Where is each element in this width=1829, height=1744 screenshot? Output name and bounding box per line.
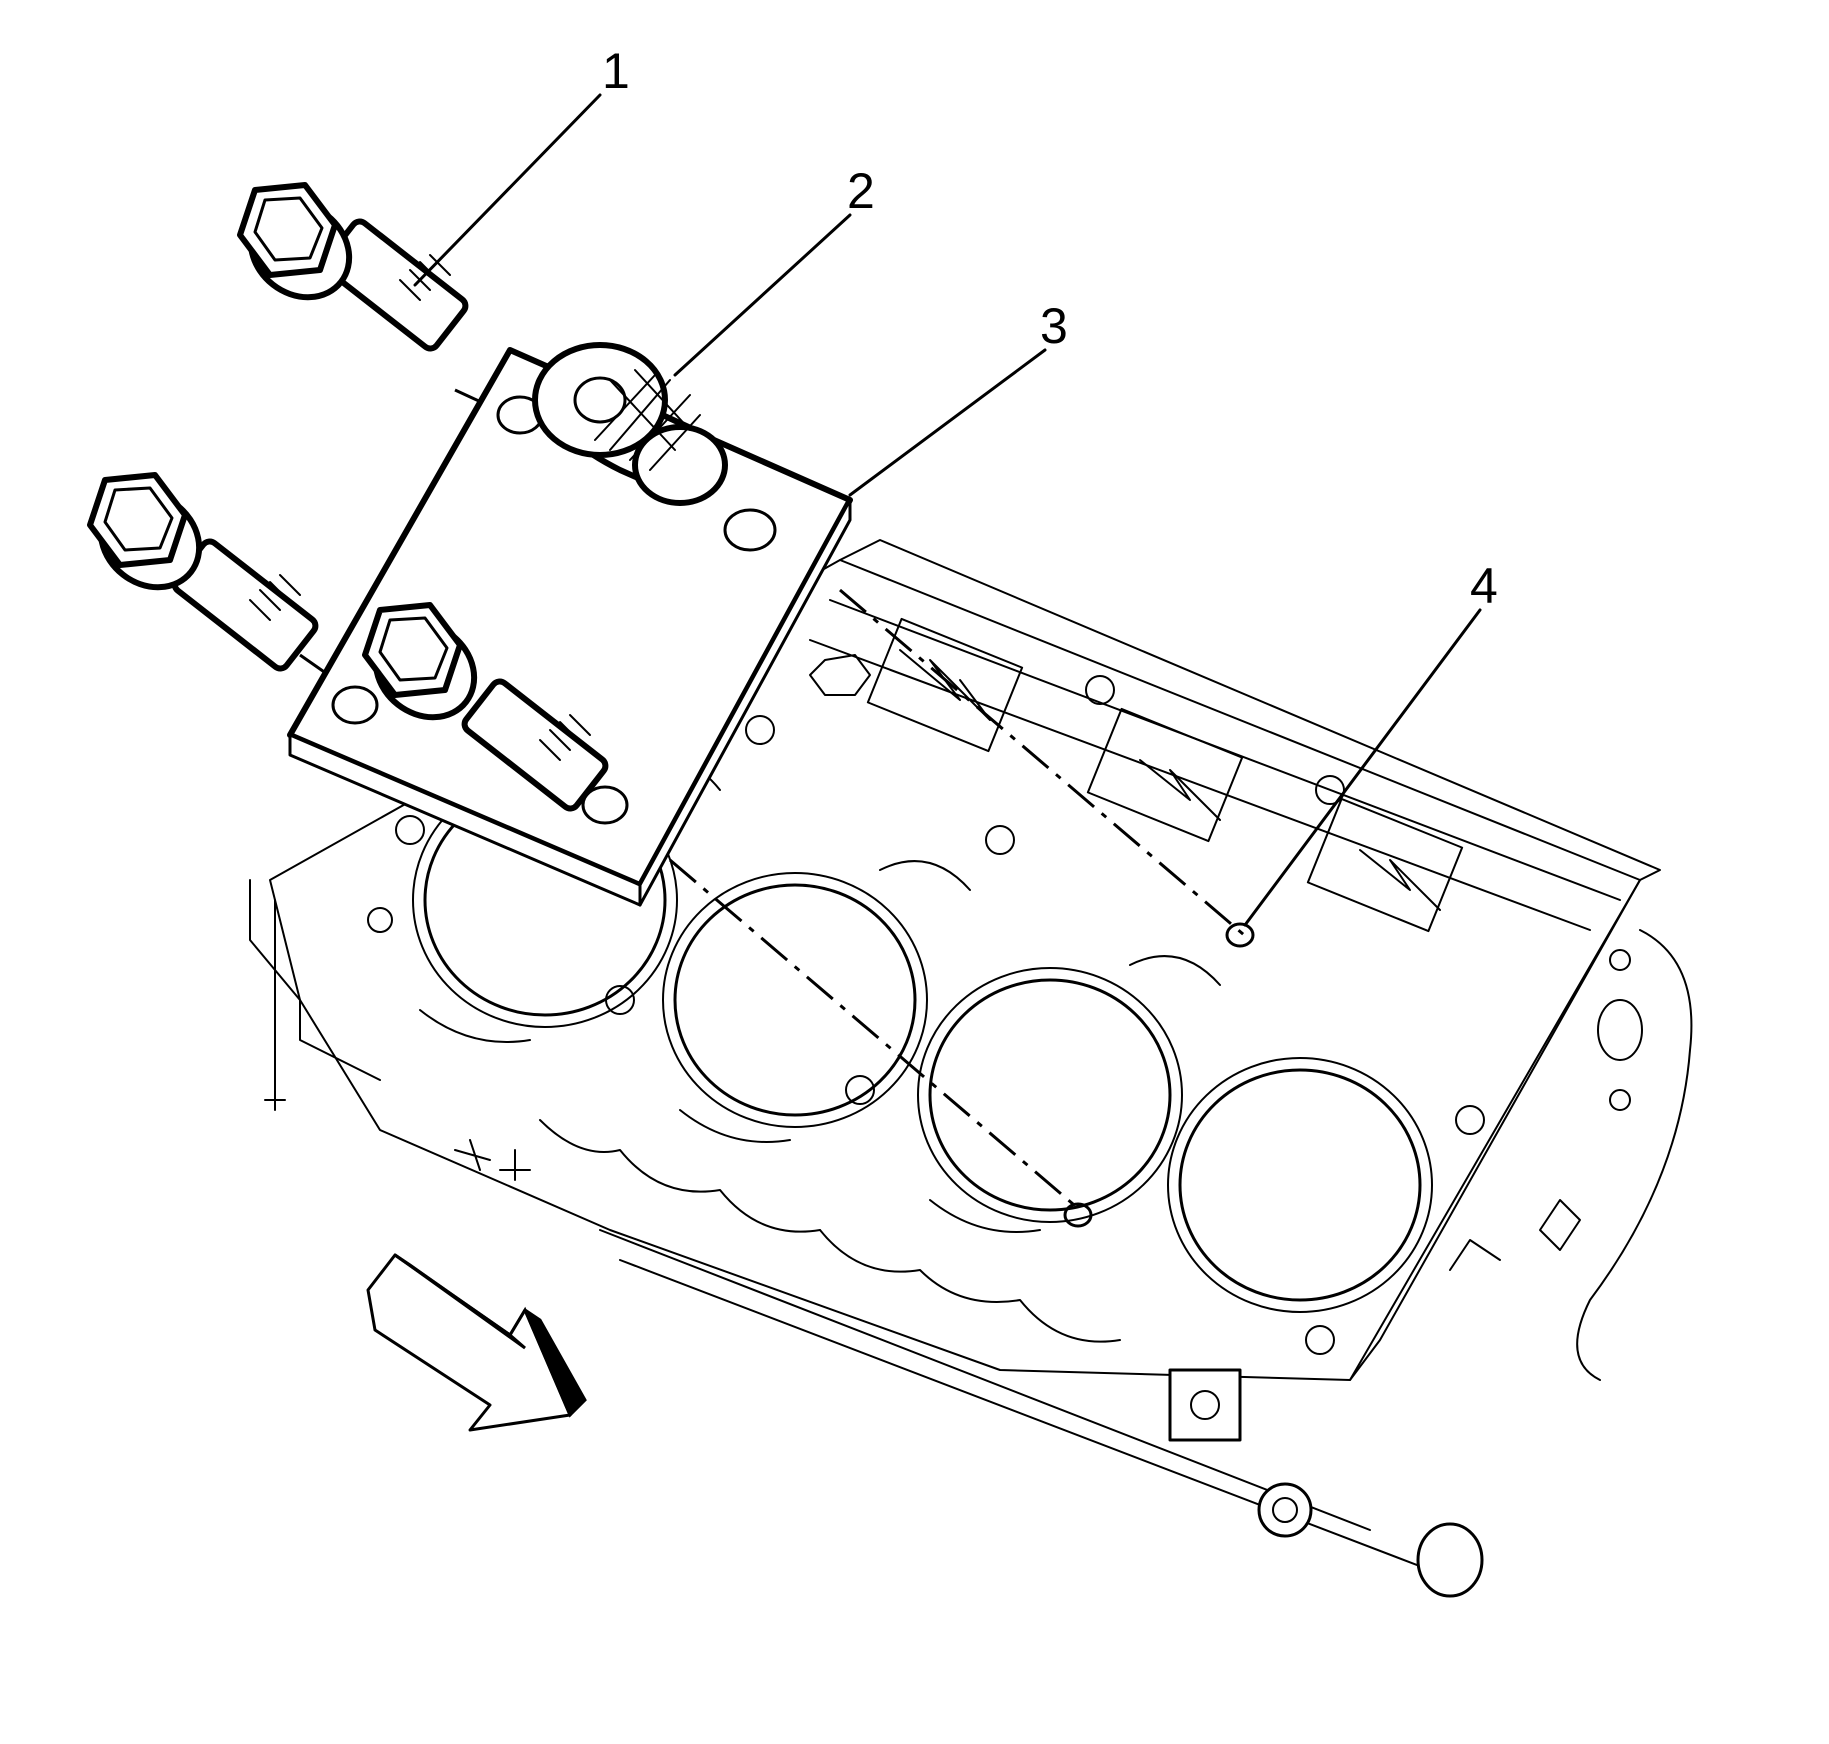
leader-1 xyxy=(413,93,602,287)
bolt-center xyxy=(362,602,609,812)
bushing-icon xyxy=(532,342,728,506)
callout-leaders xyxy=(413,93,1482,1228)
callout-3: 3 xyxy=(1040,298,1068,354)
leader-4 xyxy=(1243,608,1482,927)
direction-arrow-icon xyxy=(366,1253,587,1432)
bolt-left xyxy=(87,472,319,672)
callout-2: 2 xyxy=(847,163,875,219)
bolt-upper xyxy=(237,182,469,352)
callout-4: 4 xyxy=(1470,558,1498,614)
callout-labels: 1 2 3 4 xyxy=(602,43,1498,614)
leader-2 xyxy=(673,213,852,377)
dowel-pin-hole xyxy=(1225,922,1255,948)
dowel-pin-hole-lower xyxy=(1063,1202,1093,1228)
leader-3 xyxy=(848,348,1047,497)
crankcase xyxy=(249,879,1693,1598)
callout-1: 1 xyxy=(602,43,630,99)
bolt-icon xyxy=(87,182,609,812)
lifter-valley xyxy=(809,599,1621,933)
